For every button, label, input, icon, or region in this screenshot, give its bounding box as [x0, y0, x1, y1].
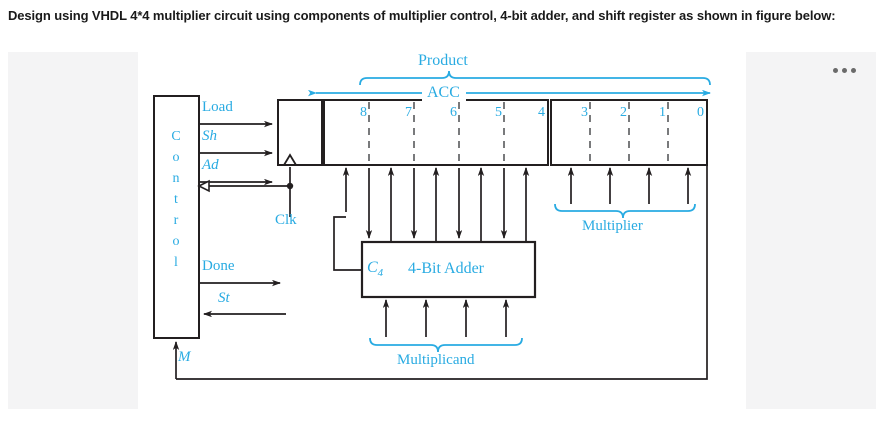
- register-bit-dividers: [368, 102, 669, 163]
- clk-junction-dot: [286, 182, 294, 190]
- carry-letter: C: [367, 259, 378, 276]
- product-brace: [359, 70, 711, 86]
- register-bit-4: 4: [538, 105, 545, 120]
- label-ad: Ad: [202, 157, 219, 173]
- carry-out-wire: [333, 216, 362, 271]
- register-bit-1: 1: [659, 105, 666, 120]
- multiplicand-input-arrows: [382, 299, 510, 337]
- multiplier-brace: [554, 203, 696, 219]
- register-bit-3: 3: [581, 105, 588, 120]
- label-multiplicand: Multiplicand: [397, 352, 475, 368]
- circuit-diagram-svg: [153, 70, 711, 380]
- ellipsis-dot: [851, 68, 856, 73]
- label-multiplier: Multiplier: [582, 218, 643, 234]
- register-control-section: [277, 99, 323, 166]
- multiplicand-brace: [369, 337, 523, 353]
- register-bit-6: 6: [450, 105, 457, 120]
- label-m: M: [178, 349, 191, 365]
- multiplier-shift-arrows: [567, 167, 692, 204]
- left-gray-panel: [8, 52, 138, 409]
- label-4bit-adder: 4-Bit Adder: [408, 260, 484, 277]
- register-bit-7: 7: [405, 105, 412, 120]
- register-clock-triangle: [283, 153, 297, 166]
- question-text: Design using VHDL 4*4 multiplier circuit…: [8, 8, 836, 23]
- right-gray-panel: [745, 52, 876, 409]
- register-bit-0: 0: [697, 105, 704, 120]
- label-sh: Sh: [202, 128, 217, 144]
- label-acc: ACC: [427, 84, 460, 101]
- control-block: [153, 95, 200, 339]
- carry-subscript: 4: [377, 267, 384, 280]
- register-to-adder-arrows: [365, 168, 508, 239]
- m-feedback-path: [176, 165, 708, 380]
- ellipsis-dot: [842, 68, 847, 73]
- label-carry-c4: C4: [367, 259, 383, 279]
- ellipsis-dot: [833, 68, 838, 73]
- acc-label-mask: [422, 84, 466, 102]
- label-clk: Clk: [275, 212, 297, 228]
- register-bit-5: 5: [495, 105, 502, 120]
- circuit-diagram-figure: C o n t r o l Load Sh Ad Done St M Clk P…: [138, 52, 746, 409]
- ellipsis-icon[interactable]: [833, 66, 865, 76]
- register-bit-2: 2: [620, 105, 627, 120]
- clock-input-triangle: [197, 179, 210, 193]
- label-load: Load: [202, 99, 233, 115]
- label-product: Product: [418, 52, 468, 69]
- adder-to-register-arrows: [342, 167, 530, 242]
- register-bit-8: 8: [360, 105, 367, 120]
- label-st: St: [218, 290, 230, 306]
- label-done: Done: [202, 258, 235, 274]
